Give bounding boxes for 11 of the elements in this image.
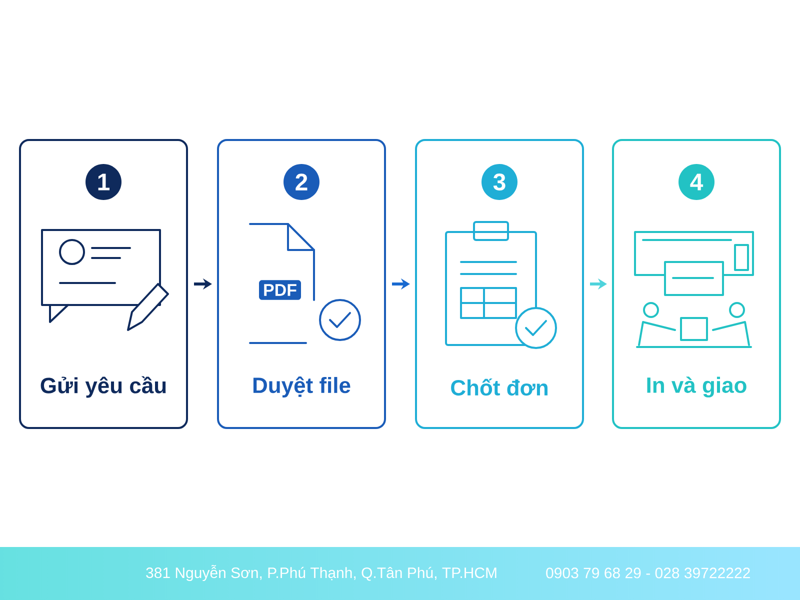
step-label: Gửi yêu cầu — [40, 376, 166, 398]
step-number: 1 — [86, 164, 122, 200]
step-label: Duyệt file — [253, 376, 350, 398]
step-label: In và giao — [647, 376, 746, 398]
step-number: 3 — [482, 164, 518, 200]
pdf-badge: PDF — [259, 280, 301, 300]
step-number: 4 — [678, 164, 714, 200]
footer-text: 0903 79 68 29 - 028 39722222 — [546, 568, 750, 578]
step-label: Chốt đơn — [451, 378, 548, 396]
footer-text: 381 Nguyễn Sơn, P.Phú Thạnh, Q.Tân Phú, TP.HCM — [146, 564, 496, 582]
step-number: 2 — [284, 164, 320, 200]
